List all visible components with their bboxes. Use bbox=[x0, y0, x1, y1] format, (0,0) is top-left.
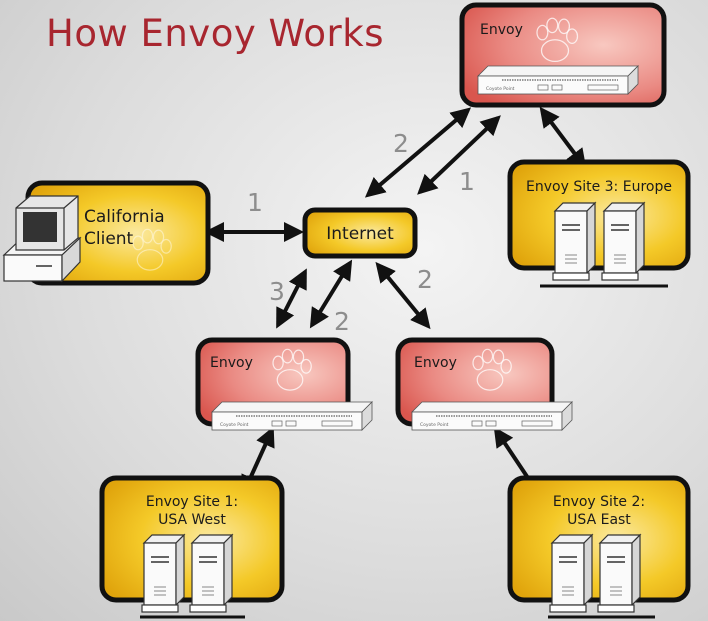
internet-label: Internet bbox=[326, 224, 394, 244]
site1-node: Envoy Site 1: USA West bbox=[99, 475, 285, 619]
arrow-envoy-top-site3 bbox=[539, 106, 587, 170]
site2-label-line2: USA East bbox=[567, 512, 631, 528]
internet-node: Internet bbox=[302, 207, 418, 259]
envoy-right-label: Envoy bbox=[414, 355, 457, 371]
appliance-icon bbox=[411, 401, 573, 431]
arrow-internet-envoy-left-a bbox=[276, 268, 307, 329]
server-icon bbox=[141, 534, 185, 613]
appliance-icon bbox=[477, 65, 639, 95]
computer-icon bbox=[2, 195, 82, 283]
server-icon bbox=[549, 534, 593, 613]
client-node: California Client bbox=[2, 180, 211, 286]
site1-label-line2: USA West bbox=[158, 512, 226, 528]
client-label-line1: California bbox=[84, 207, 165, 227]
site2-label-line1: Envoy Site 2: bbox=[553, 494, 645, 510]
site3-label: Envoy Site 3: Europe bbox=[526, 179, 672, 195]
client-label-line2: Client bbox=[84, 229, 134, 249]
arrow-internet-envoy-left-b bbox=[309, 259, 353, 329]
step-number: 2 bbox=[393, 129, 409, 158]
step-number: 1 bbox=[247, 188, 263, 217]
arrow-internet-envoy-right bbox=[375, 261, 431, 330]
arrow-internet-envoy-top-a bbox=[364, 107, 472, 198]
step-number: 3 bbox=[269, 277, 285, 306]
step-number: 1 bbox=[459, 167, 475, 196]
step-number: 2 bbox=[334, 307, 350, 336]
arrow-internet-envoy-top-b bbox=[417, 115, 501, 195]
appliance-icon bbox=[211, 401, 373, 431]
site1-label-line1: Envoy Site 1: bbox=[146, 494, 238, 510]
envoy-left-node: Envoy bbox=[195, 337, 373, 431]
envoy-top-label: Envoy bbox=[480, 22, 523, 38]
page-title: How Envoy Works bbox=[46, 12, 384, 55]
site3-node: Envoy Site 3: Europe bbox=[507, 159, 691, 288]
envoy-left-label: Envoy bbox=[210, 355, 253, 371]
server-icon bbox=[189, 534, 233, 613]
step-number: 2 bbox=[417, 265, 433, 294]
server-icon bbox=[597, 534, 641, 613]
server-icon bbox=[601, 202, 645, 281]
envoy-right-node: Envoy bbox=[395, 337, 573, 431]
envoy-top-node: Envoy bbox=[459, 2, 667, 108]
site2-node: Envoy Site 2: USA East bbox=[507, 475, 691, 619]
server-icon bbox=[552, 202, 596, 281]
